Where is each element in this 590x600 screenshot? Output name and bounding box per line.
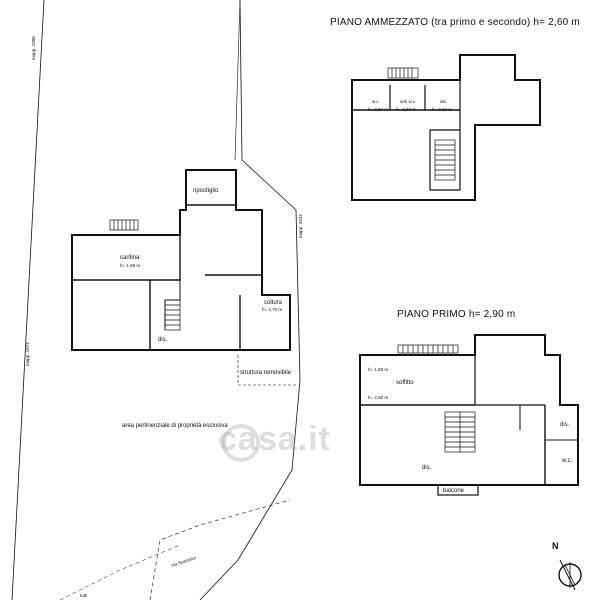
road-line-2 xyxy=(59,544,181,600)
road-line xyxy=(149,499,291,600)
compass-north-label: N xyxy=(552,541,559,551)
ripostiglio-label: ripostiglio xyxy=(193,188,219,194)
mezz-dis-label: dis. xyxy=(440,99,448,104)
mapp-3434-label: mapp. 3434 xyxy=(298,214,303,238)
first-h180-label: h= 1,80 m xyxy=(368,367,389,372)
coltura-height: h= 2,70 m xyxy=(262,307,283,312)
mezzanine-plan xyxy=(351,54,541,201)
exterior-steps-ground xyxy=(109,219,139,231)
boundary-right-line xyxy=(199,0,301,600)
first-floor-stairs xyxy=(444,411,476,453)
mezz-antiwc-label: anti w.c. xyxy=(400,99,417,104)
mezzanine-heading: PIANO AMMEZZATO (tra primo e secondo) h=… xyxy=(330,17,580,28)
compass-rose xyxy=(558,559,582,591)
mezz-wc-height: h= 2,50 m xyxy=(368,107,389,112)
mezzanine-stairs xyxy=(434,139,456,181)
first-floor-heading: PIANO PRIMO h= 2,90 m xyxy=(397,309,516,320)
coltura-label: coltura xyxy=(264,300,283,306)
ground-floor-plan xyxy=(71,169,291,351)
boundary-inner-line xyxy=(234,0,241,161)
watermark: casa.it xyxy=(218,420,331,458)
bottom-text: tutti xyxy=(80,593,88,598)
removable-structure xyxy=(237,355,296,386)
first-wc-label: w.c. xyxy=(562,458,573,464)
first-dis2-label: dis. xyxy=(560,422,570,428)
first-dis-label: dis. xyxy=(422,465,432,471)
ground-dis-label: dis. xyxy=(158,337,168,343)
first-h250-label: h= 2,50 m xyxy=(368,395,389,400)
mapp-1808-label: mapp. 1808 xyxy=(31,36,36,60)
cantina-label: cantina xyxy=(120,255,140,261)
ground-floor-stairs xyxy=(164,299,181,331)
mezz-wc-label: w.c. xyxy=(372,99,380,104)
watermark-circle xyxy=(222,424,260,462)
balcony xyxy=(437,484,479,496)
soffitto-label: soffitto xyxy=(396,380,414,386)
mapp-1974-label: mapp. 1974 xyxy=(25,342,30,366)
struttura-label: struttura removibile xyxy=(240,370,292,376)
boundary-left-line xyxy=(11,0,45,600)
first-floor-plan xyxy=(359,334,579,486)
exterior-steps-first xyxy=(397,344,459,354)
balcone-label: balcone xyxy=(443,488,465,494)
exterior-steps-mezzanine xyxy=(387,67,419,79)
mezz-antiwc-height: h= 2,60 m xyxy=(396,107,417,112)
area-label: area pertinenziale di proprietà esclusiv… xyxy=(122,423,228,429)
cantina-height: h= 1,96 m xyxy=(120,263,141,268)
mezz-dis-height: h= 2,60 m xyxy=(432,107,453,112)
